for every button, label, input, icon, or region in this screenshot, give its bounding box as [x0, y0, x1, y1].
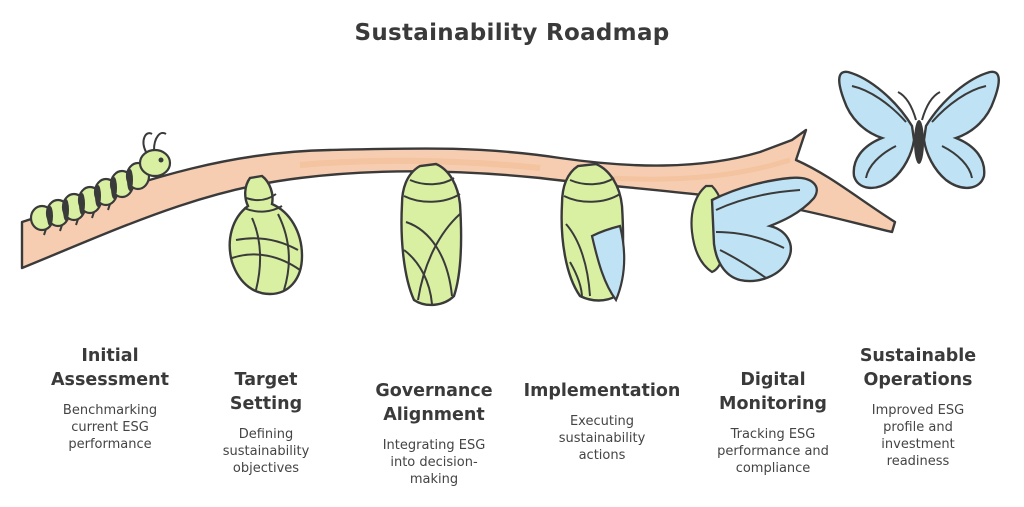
- stage-title-line: Sustainable: [859, 346, 977, 366]
- stage-title-line: Setting: [229, 394, 303, 414]
- stage-description: Defining sustainability objectives: [176, 426, 356, 477]
- stage-description-line: investment: [881, 437, 955, 452]
- caterpillar-icon: [29, 132, 172, 236]
- stage-title: Implementation: [512, 379, 692, 403]
- stage-description-line: making: [409, 472, 459, 487]
- stage-description: Improved ESG profile and investment readine…: [828, 402, 1008, 470]
- stage-description-line: profile and: [883, 420, 953, 435]
- stage-title-line: Initial: [81, 346, 139, 366]
- stage-description-line: sustainability: [222, 444, 310, 459]
- stage-description-line: current ESG: [71, 420, 149, 435]
- stage-description-line: Defining: [238, 427, 294, 442]
- stage-description-line: performance and: [717, 444, 829, 459]
- stage-title-line: Alignment: [383, 405, 485, 425]
- stage-description: Benchmarking current ESG performance: [20, 402, 200, 453]
- cocoon-icon: [228, 174, 304, 296]
- stage-description-line: Tracking ESG: [730, 427, 816, 442]
- stage-title-line: Assessment: [50, 370, 169, 390]
- branch-icon: [20, 128, 897, 270]
- butterfly-icon: [838, 70, 1000, 189]
- stage-description-line: compliance: [735, 461, 811, 476]
- stage-description-line: Benchmarking: [62, 403, 158, 418]
- stage-description-line: into decision-: [390, 455, 478, 470]
- stage-description: Tracking ESG performance and compliance: [683, 426, 863, 477]
- stage-description-line: actions: [578, 448, 626, 463]
- opening-chrysalis-icon: [560, 162, 626, 303]
- stage-title-line: Operations: [863, 370, 973, 390]
- stage-title-line: Digital: [740, 370, 806, 390]
- stage-description-line: Integrating ESG: [382, 438, 486, 453]
- stage-title-line: Implementation: [523, 381, 681, 401]
- stage-description: Executing sustainability actions: [512, 413, 692, 464]
- emerging-butterfly-icon: [690, 176, 818, 283]
- diagram-title: Sustainability Roadmap: [354, 20, 670, 46]
- stage-description-line: readiness: [886, 454, 950, 469]
- stage-description: Integrating ESG into decision-making: [344, 437, 524, 488]
- chrysalis-icon: [400, 162, 463, 307]
- stage-description-line: objectives: [232, 461, 300, 476]
- stage-description-line: sustainability: [558, 431, 646, 446]
- stage-title-line: Monitoring: [719, 394, 827, 414]
- stage-description-line: Improved ESG: [871, 403, 965, 418]
- stage-title-line: Target: [234, 370, 298, 390]
- stage-description-line: Executing: [569, 414, 635, 429]
- stage-title-line: Governance: [375, 381, 493, 401]
- stage-description-line: performance: [68, 437, 152, 452]
